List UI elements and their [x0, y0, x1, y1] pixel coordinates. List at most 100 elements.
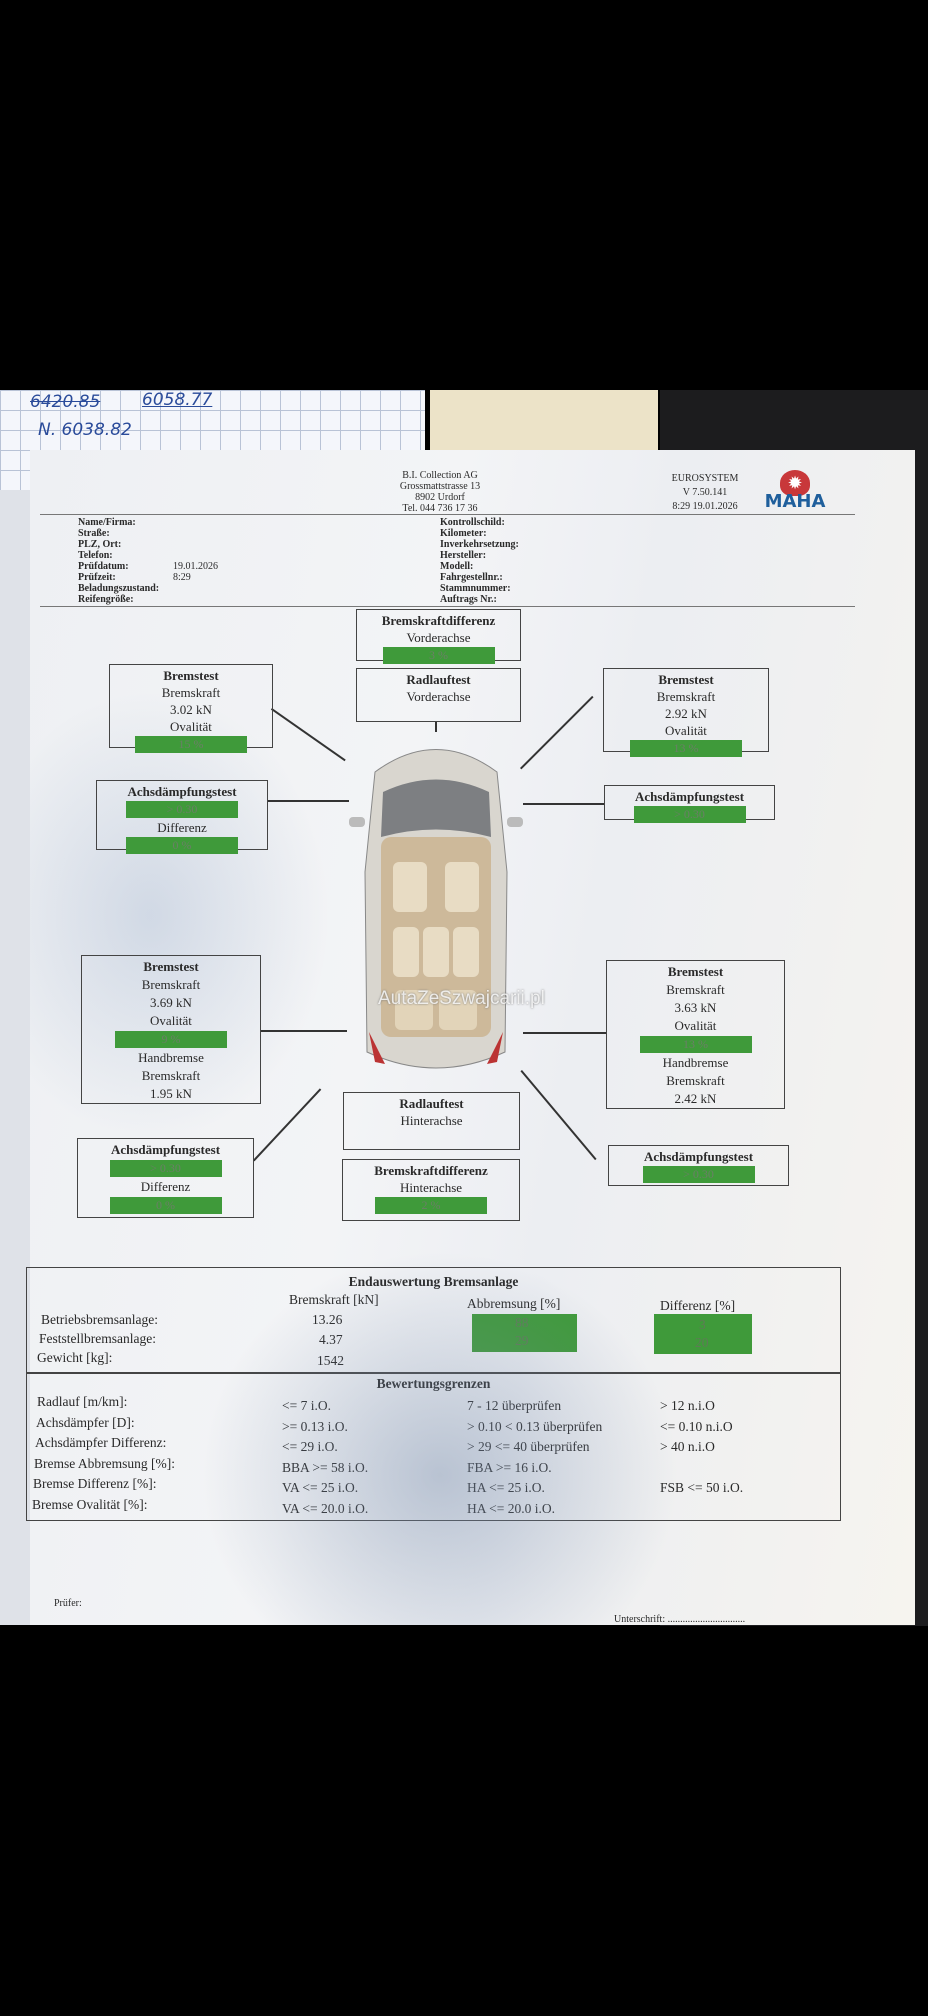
gear-icon: ✹: [780, 470, 810, 496]
limit-value: <= 29 i.O.: [282, 1439, 338, 1454]
car-top-view: [349, 749, 523, 1069]
rear-left-damping-test: Achsdämpfungstest > 0.30 Differenz 0 %: [77, 1138, 254, 1218]
axle-label: Vorderachse: [406, 689, 471, 704]
front-right-damping-test: Achsdämpfungstest > 0.30: [604, 785, 775, 823]
field-row: Name/Firma:: [78, 517, 278, 528]
underlying-paper: [0, 490, 34, 1625]
limit-label: Bremse Ovalität [%]:: [32, 1496, 148, 1512]
field-label: Kontrollschild:: [440, 517, 505, 528]
watermark: AutaZeSzwajcarii.pl: [378, 988, 545, 1009]
limit-value: VA <= 25 i.O.: [282, 1480, 359, 1495]
label: Bremskraft: [666, 982, 725, 997]
limit-value: FBA >= 16 i.O.: [467, 1459, 552, 1475]
box-title: Bremstest: [163, 668, 219, 683]
field-label: Beladungszustand:: [78, 583, 160, 594]
ovality-badge: 13 %: [639, 1036, 752, 1053]
difference-badge: 0 %: [126, 837, 238, 854]
difference-badge: 0 %: [109, 1197, 222, 1214]
rear-right-damping-test: Achsdämpfungstest > 0.30: [608, 1145, 789, 1186]
difference-value: 20: [695, 1335, 709, 1350]
limit-label: Bremse Abbremsung [%]:: [34, 1455, 175, 1471]
rear-right-brake-test: Bremstest Bremskraft 3.63 kN Ovalität 13…: [606, 960, 785, 1109]
field-row: Reifengröße:: [78, 594, 278, 605]
brake-summary-table: Endauswertung Bremsanlage Bremskraft [kN…: [26, 1267, 841, 1521]
brake-force-value: 4.37: [319, 1332, 343, 1347]
rear-wheel-alignment-test: Radlauftest Hinterachse: [343, 1092, 520, 1150]
limit-value: FSB <= 50 i.O.: [660, 1480, 744, 1495]
box-title: Achsdämpfungstest: [643, 1149, 754, 1164]
label: Ovalität: [150, 1013, 192, 1028]
field-row: Beladungszustand:: [78, 583, 278, 594]
result-badge: 3 %: [382, 647, 495, 664]
column-header: Differenz [%]: [660, 1298, 736, 1313]
ovality-badge: 15 %: [135, 736, 247, 753]
axle-label: Hinterachse: [399, 1180, 463, 1195]
field-label: PLZ, Ort:: [78, 539, 122, 550]
label: Bremskraft: [161, 685, 221, 700]
label: Ovalität: [665, 723, 707, 738]
result-badge: 2 %: [375, 1197, 487, 1214]
limit-value: >= 0.13 i.O.: [282, 1418, 348, 1434]
field-label: Stammnummer:: [440, 583, 511, 594]
connector-line: [523, 803, 605, 805]
field-row: Straße:: [78, 528, 278, 539]
limit-value: VA <= 20.0 i.O.: [282, 1500, 369, 1516]
label: Differenz: [157, 820, 207, 835]
front-brake-force-difference: Bremskraftdifferenz Vorderachse 3 %: [356, 609, 521, 664]
box-title: Achsdämpfungstest: [110, 1142, 221, 1157]
divider: [40, 514, 855, 515]
label: Bremskraft: [666, 1073, 725, 1088]
company-phone: Tel. 044 736 17 36: [402, 503, 478, 514]
limit-label: Bremse Differenz [%]:: [33, 1476, 157, 1491]
label: Handbremse: [138, 1050, 204, 1065]
handwritten-note-2: N. 6038.82: [38, 420, 132, 440]
box-title: Bremskraftdifferenz: [374, 1163, 488, 1178]
field-row: Prüfdatum:19.01.2026: [78, 561, 278, 572]
label: Handbremse: [662, 1055, 729, 1070]
row-label: Betriebsbremsanlage:: [41, 1312, 158, 1327]
field-label: Name/Firma:: [78, 517, 136, 528]
field-label: Fahrgestellnr.:: [440, 572, 503, 583]
front-right-brake-test: Bremstest Bremskraft 2.92 kN Ovalität 13…: [603, 668, 769, 757]
limit-value: <= 7 i.O.: [282, 1398, 331, 1413]
front-left-brake-test: Bremstest Bremskraft 3.02 kN Ovalität 15…: [109, 664, 273, 753]
tester-label: Prüfer:: [54, 1598, 82, 1609]
limit-value: > 12 n.i.O: [660, 1398, 715, 1413]
field-label: Auftrags Nr.:: [440, 594, 497, 605]
label: Ovalität: [170, 719, 212, 734]
limit-value: HA <= 20.0 i.O.: [467, 1500, 555, 1516]
difference-result-badge: [654, 1314, 752, 1354]
field-label: Kilometer:: [440, 528, 487, 539]
handwritten-note-1: 6058.77: [142, 390, 213, 410]
brake-force-value: 3.02 kN: [170, 702, 212, 717]
field-row: PLZ, Ort:: [78, 539, 278, 550]
box-title: Achsdämpfungstest: [127, 784, 237, 799]
field-value: 19.01.2026: [173, 561, 218, 572]
front-left-damping-test: Achsdämpfungstest > 0.30 Differenz 0 %: [96, 780, 268, 854]
difference-value: 3: [699, 1317, 706, 1332]
label: Differenz: [140, 1179, 191, 1194]
row-label: Feststellbremsanlage:: [39, 1331, 156, 1346]
axle-label: Vorderachse: [406, 630, 471, 645]
box-title: Bremstest: [658, 672, 714, 687]
field-label: Reifengröße:: [78, 594, 134, 605]
field-row: Telefon:: [78, 550, 278, 561]
limit-label: Achsdämpfer [D]:: [36, 1414, 135, 1430]
connector-line: [267, 800, 349, 802]
handwritten-struck: 6420.85: [30, 392, 101, 412]
damping-badge: > 0.30: [633, 806, 746, 823]
limit-value: BBA >= 58 i.O.: [282, 1459, 369, 1475]
field-row: Prüfzeit:8:29: [78, 572, 278, 583]
company-address: B.I. Collection AG Grossmattstrasse 13 8…: [370, 470, 510, 514]
limit-value: HA <= 25 i.O.: [467, 1480, 545, 1495]
company-street: Grossmattstrasse 13: [399, 481, 481, 492]
divider: [40, 606, 855, 607]
summary-title: Endauswertung Bremsanlage: [348, 1274, 519, 1289]
company-city: 8902 Urdorf: [415, 492, 465, 503]
limit-value: > 40 n.i.O: [660, 1439, 715, 1454]
limits-title: Bewertungsgrenzen: [376, 1376, 491, 1391]
box-title: Bremskraftdifferenz: [381, 613, 496, 628]
label: Bremskraft: [141, 1068, 201, 1083]
handbrake-force-value: 2.42 kN: [674, 1091, 717, 1106]
field-label: Straße:: [78, 528, 110, 539]
